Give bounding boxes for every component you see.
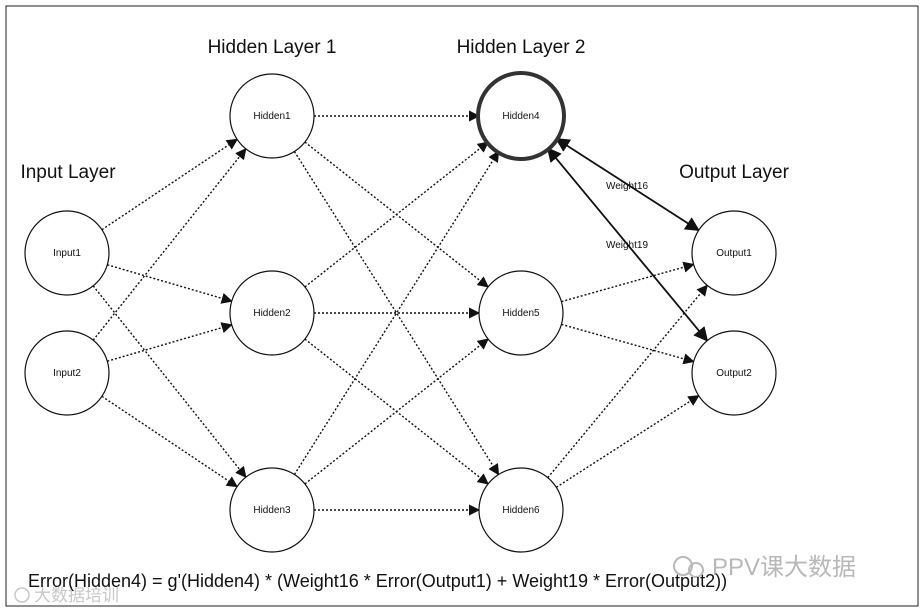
edge-hidden6-output2 — [555, 395, 700, 488]
edge-hidden3-hidden5 — [304, 338, 489, 485]
node-input1: Input1 — [24, 210, 110, 296]
connections — [92, 110, 709, 516]
edge-hidden6-output1 — [547, 284, 708, 479]
edge-input2-hidden2 — [107, 322, 233, 362]
edge-hidden4-output2 — [546, 147, 709, 342]
edge-input2-hidden3 — [101, 395, 239, 488]
node-circle — [229, 270, 315, 356]
hidden-layer-2-title: Hidden Layer 2 — [457, 37, 586, 58]
node-label: Input2 — [53, 368, 81, 379]
edge-input1-hidden2 — [107, 264, 233, 304]
edge-hidden5-output2 — [561, 323, 695, 365]
node-circle — [229, 467, 315, 553]
edge-hidden5-output1 — [561, 261, 695, 303]
node-circle — [229, 73, 315, 159]
node-label: Hidden3 — [253, 505, 291, 516]
node-hidden2: Hidden2 — [229, 270, 315, 356]
watermark-logo-icon — [673, 556, 704, 578]
diagram-border — [5, 5, 919, 607]
node-hidden1: Hidden1 — [229, 73, 315, 159]
node-label: Hidden6 — [502, 505, 540, 516]
node-hidden6: Hidden6 — [478, 467, 564, 553]
node-circle — [24, 330, 110, 416]
watermark-left: 大数据培训 — [34, 586, 119, 605]
node-circle — [478, 467, 564, 553]
node-circle — [476, 71, 566, 161]
weight16-label: Weight16 — [606, 181, 649, 192]
node-output1: Output1 — [691, 210, 777, 296]
node-hidden4: Hidden4 — [476, 71, 566, 161]
edge-input2-hidden1 — [92, 147, 247, 341]
node-label: Input1 — [53, 248, 81, 259]
input-layer-title: Input Layer — [20, 162, 116, 183]
edge-input1-hidden1 — [101, 138, 239, 231]
output-layer-title: Output Layer — [679, 162, 790, 183]
node-circle — [24, 210, 110, 296]
weight19-label: Weight19 — [606, 240, 649, 251]
node-hidden5: Hidden5 — [478, 270, 564, 356]
watermark-right: PPV课大数据 — [712, 554, 856, 581]
hidden-layer-1-title: Hidden Layer 1 — [208, 37, 337, 58]
node-label: Hidden5 — [502, 308, 540, 319]
watermark-left-icon — [14, 587, 30, 603]
node-label: Output2 — [716, 368, 752, 379]
node-label: Hidden1 — [253, 111, 291, 122]
node-input2: Input2 — [24, 330, 110, 416]
node-label: Output1 — [716, 248, 752, 259]
error-formula: Error(Hidden4) = g'(Hidden4) * (Weight16… — [28, 571, 727, 591]
node-circle — [478, 270, 564, 356]
edge-input1-hidden3 — [92, 285, 247, 479]
node-circle — [691, 210, 777, 296]
edge-hidden2-hidden4 — [304, 141, 489, 288]
node-hidden3: Hidden3 — [229, 467, 315, 553]
node-circle — [691, 330, 777, 416]
node-label: Hidden4 — [502, 111, 540, 122]
node-output2: Output2 — [691, 330, 777, 416]
node-label: Hidden2 — [253, 308, 291, 319]
